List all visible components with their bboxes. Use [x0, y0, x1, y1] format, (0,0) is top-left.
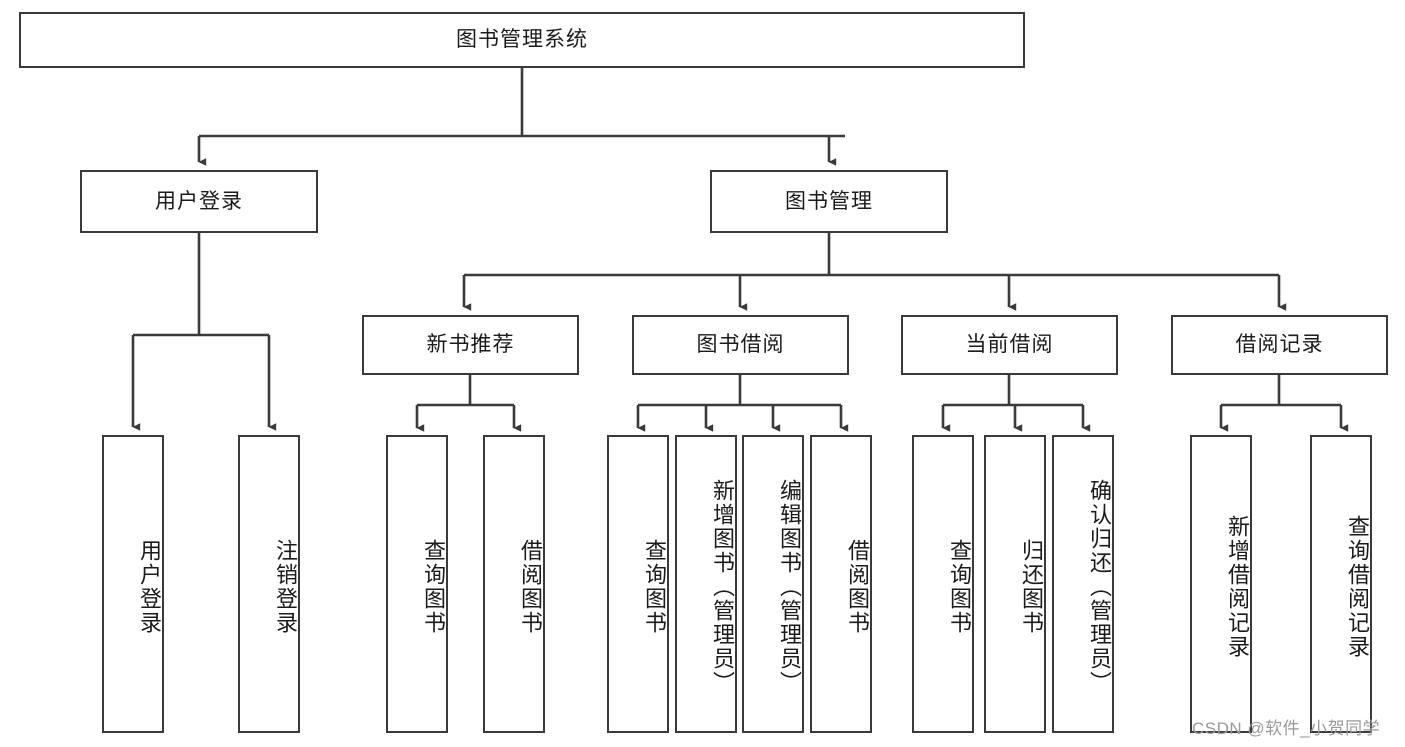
csdn-watermark: CSDN @软件_小贺同学 — [1192, 719, 1381, 738]
node-borrow-record[interactable]: 借阅记录 — [1171, 315, 1388, 375]
node-leaf-borrow-book-2-label: 借阅图书 — [845, 539, 870, 635]
node-leaf-add-book[interactable]: 新增图书（管理员） — [675, 435, 737, 733]
node-leaf-query-book-1-label: 查询图书 — [421, 539, 446, 635]
node-new-book-rec-label: 新书推荐 — [426, 333, 515, 357]
node-book-manage[interactable]: 图书管理 — [710, 170, 948, 233]
node-leaf-query-record[interactable]: 查询借阅记录 — [1310, 435, 1372, 733]
node-leaf-user-logout-label: 注销登录 — [273, 539, 298, 635]
node-leaf-query-book-2[interactable]: 查询图书 — [607, 435, 669, 733]
node-leaf-query-book-1[interactable]: 查询图书 — [386, 435, 448, 733]
node-book-borrow[interactable]: 图书借阅 — [632, 315, 849, 375]
node-current-borrow[interactable]: 当前借阅 — [901, 315, 1118, 375]
node-root-label: 图书管理系统 — [456, 28, 588, 52]
node-new-book-rec[interactable]: 新书推荐 — [362, 315, 579, 375]
node-user-login-label: 用户登录 — [155, 189, 243, 213]
node-leaf-user-logout[interactable]: 注销登录 — [238, 435, 300, 733]
node-leaf-edit-book-label: 编辑图书（管理员） — [777, 479, 802, 695]
node-current-borrow-label: 当前借阅 — [965, 333, 1054, 357]
node-leaf-borrow-book-1-label: 借阅图书 — [518, 539, 543, 635]
node-leaf-add-book-label: 新增图书（管理员） — [710, 479, 735, 695]
node-leaf-user-login[interactable]: 用户登录 — [102, 435, 164, 733]
node-leaf-query-record-label: 查询借阅记录 — [1345, 515, 1370, 659]
node-leaf-return-book[interactable]: 归还图书 — [984, 435, 1046, 733]
node-book-borrow-label: 图书借阅 — [696, 333, 785, 357]
node-leaf-borrow-book-2[interactable]: 借阅图书 — [810, 435, 872, 733]
node-leaf-query-book-2-label: 查询图书 — [642, 539, 667, 635]
node-leaf-confirm-return-label: 确认归还（管理员） — [1087, 479, 1112, 695]
node-leaf-query-book-3[interactable]: 查询图书 — [912, 435, 974, 733]
node-leaf-add-record[interactable]: 新增借阅记录 — [1190, 435, 1252, 733]
node-leaf-edit-book[interactable]: 编辑图书（管理员） — [742, 435, 804, 733]
node-user-login[interactable]: 用户登录 — [80, 170, 318, 233]
node-leaf-add-record-label: 新增借阅记录 — [1225, 515, 1250, 659]
node-leaf-borrow-book-1[interactable]: 借阅图书 — [483, 435, 545, 733]
node-book-manage-label: 图书管理 — [785, 189, 873, 213]
node-leaf-confirm-return[interactable]: 确认归还（管理员） — [1052, 435, 1114, 733]
node-root[interactable]: 图书管理系统 — [19, 12, 1025, 68]
node-borrow-record-label: 借阅记录 — [1235, 333, 1324, 357]
node-leaf-query-book-3-label: 查询图书 — [947, 539, 972, 635]
node-leaf-user-login-label: 用户登录 — [137, 539, 162, 635]
node-leaf-return-book-label: 归还图书 — [1019, 539, 1044, 635]
